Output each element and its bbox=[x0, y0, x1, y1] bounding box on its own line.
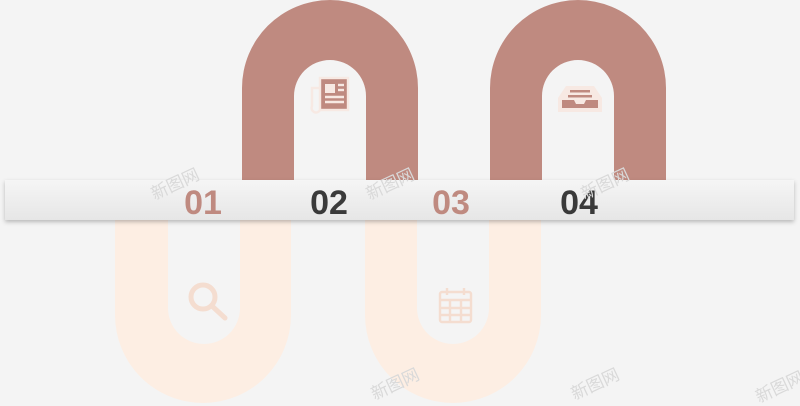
number-band bbox=[5, 180, 794, 220]
step-03-u-shape bbox=[365, 200, 541, 403]
inbox-tray-icon bbox=[558, 86, 602, 112]
step-02-arch bbox=[242, 0, 418, 200]
step-04-number: 04 bbox=[560, 184, 598, 222]
watermark: 新图网 bbox=[568, 365, 623, 405]
step-02-number: 02 bbox=[310, 184, 348, 222]
newspaper-icon bbox=[310, 76, 350, 114]
calendar-icon bbox=[438, 288, 473, 324]
step-01-number: 01 bbox=[184, 184, 222, 222]
step-03-number: 03 bbox=[432, 184, 470, 222]
watermark: 新图网 bbox=[753, 368, 800, 406]
step-04-arch bbox=[490, 0, 666, 200]
search-icon bbox=[188, 282, 228, 321]
step-01-u-shape bbox=[115, 200, 291, 403]
